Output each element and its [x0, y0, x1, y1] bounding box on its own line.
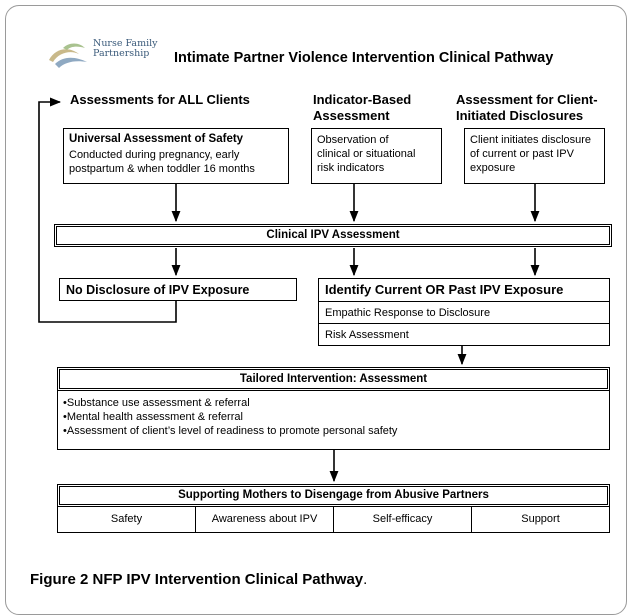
identify-box: Identify Current OR Past IPV Exposure: [318, 278, 610, 302]
observation-line-1: Observation of: [317, 134, 389, 146]
logo-line-1: Nurse Family: [93, 38, 158, 49]
universal-title: Universal Assessment of Safety: [69, 133, 244, 145]
tailored-header-box: Tailored Intervention: Assessment: [57, 367, 610, 391]
cell-awareness: Awareness about IPV: [195, 506, 334, 533]
tailored-item-2: •Mental health assessment & referral: [63, 411, 243, 423]
clinical-ipv-box: Clinical IPV Assessment: [54, 224, 612, 247]
observation-line-2: clinical or situational: [317, 148, 416, 160]
heading-client-1: Assessment for Client-: [456, 92, 598, 107]
caption-text: NFP IPV Intervention Clinical Pathway: [92, 571, 364, 588]
tailored-items-box: •Substance use assessment & referral •Me…: [57, 390, 610, 450]
client-disclosure-line-3: exposure: [470, 162, 516, 174]
tailored-label: Tailored Intervention: Assessment: [239, 373, 428, 385]
heading-indicator-1: Indicator-Based: [313, 92, 412, 107]
supporting-label: Supporting Mothers to Disengage from Abu…: [178, 489, 489, 501]
client-disclosure-box: Client initiates disclosure of current o…: [464, 128, 605, 184]
cell-support: Support: [471, 506, 610, 533]
client-disclosure-line-1: Client initiates disclosure: [470, 134, 592, 146]
universal-assessment-box: Universal Assessment of Safety Conducted…: [63, 128, 289, 184]
caption-label: Figure 2: [30, 571, 89, 588]
loop-back-arrow: [38, 97, 177, 323]
heading-client-2: Initiated Disclosures: [456, 108, 584, 123]
universal-line-2: postpartum & when toddler 16 months: [69, 163, 255, 175]
cell-self-efficacy: Self-efficacy: [333, 506, 472, 533]
logo-line-2: Partnership: [93, 48, 150, 59]
supporting-header-box: Supporting Mothers to Disengage from Abu…: [57, 484, 610, 507]
heading-all-clients: Assessments for ALL Clients: [70, 92, 250, 107]
caption-end: .: [363, 571, 368, 588]
cell-safety: Safety: [57, 506, 196, 533]
observation-line-3: risk indicators: [317, 162, 385, 174]
swirl-icon: [49, 43, 87, 68]
no-disclosure-label: No Disclosure of IPV Exposure: [66, 283, 250, 297]
risk-box: Risk Assessment: [318, 323, 610, 346]
tailored-item-3: •Assessment of client’s level of readine…: [63, 425, 398, 437]
client-disclosure-line-2: of current or past IPV: [470, 148, 574, 160]
nfp-logo: Nurse Family Partnership: [45, 38, 158, 72]
flow-arrows: [38, 97, 540, 483]
heading-indicator-2: Assessment: [313, 108, 390, 123]
tailored-item-1: •Substance use assessment & referral: [63, 397, 250, 409]
figure-caption: Figure 2 NFP IPV Intervention Clinical P…: [30, 571, 367, 589]
empathic-label: Empathic Response to Disclosure: [325, 307, 491, 319]
diagram-title: Intimate Partner Violence Intervention C…: [174, 50, 554, 66]
risk-label: Risk Assessment: [325, 329, 409, 341]
identify-label: Identify Current OR Past IPV Exposure: [325, 282, 564, 297]
no-disclosure-box: No Disclosure of IPV Exposure: [59, 278, 297, 301]
clinical-ipv-label: Clinical IPV Assessment: [266, 229, 400, 241]
observation-box: Observation of clinical or situational r…: [311, 128, 442, 184]
universal-line-1: Conducted during pregnancy, early: [69, 149, 240, 161]
